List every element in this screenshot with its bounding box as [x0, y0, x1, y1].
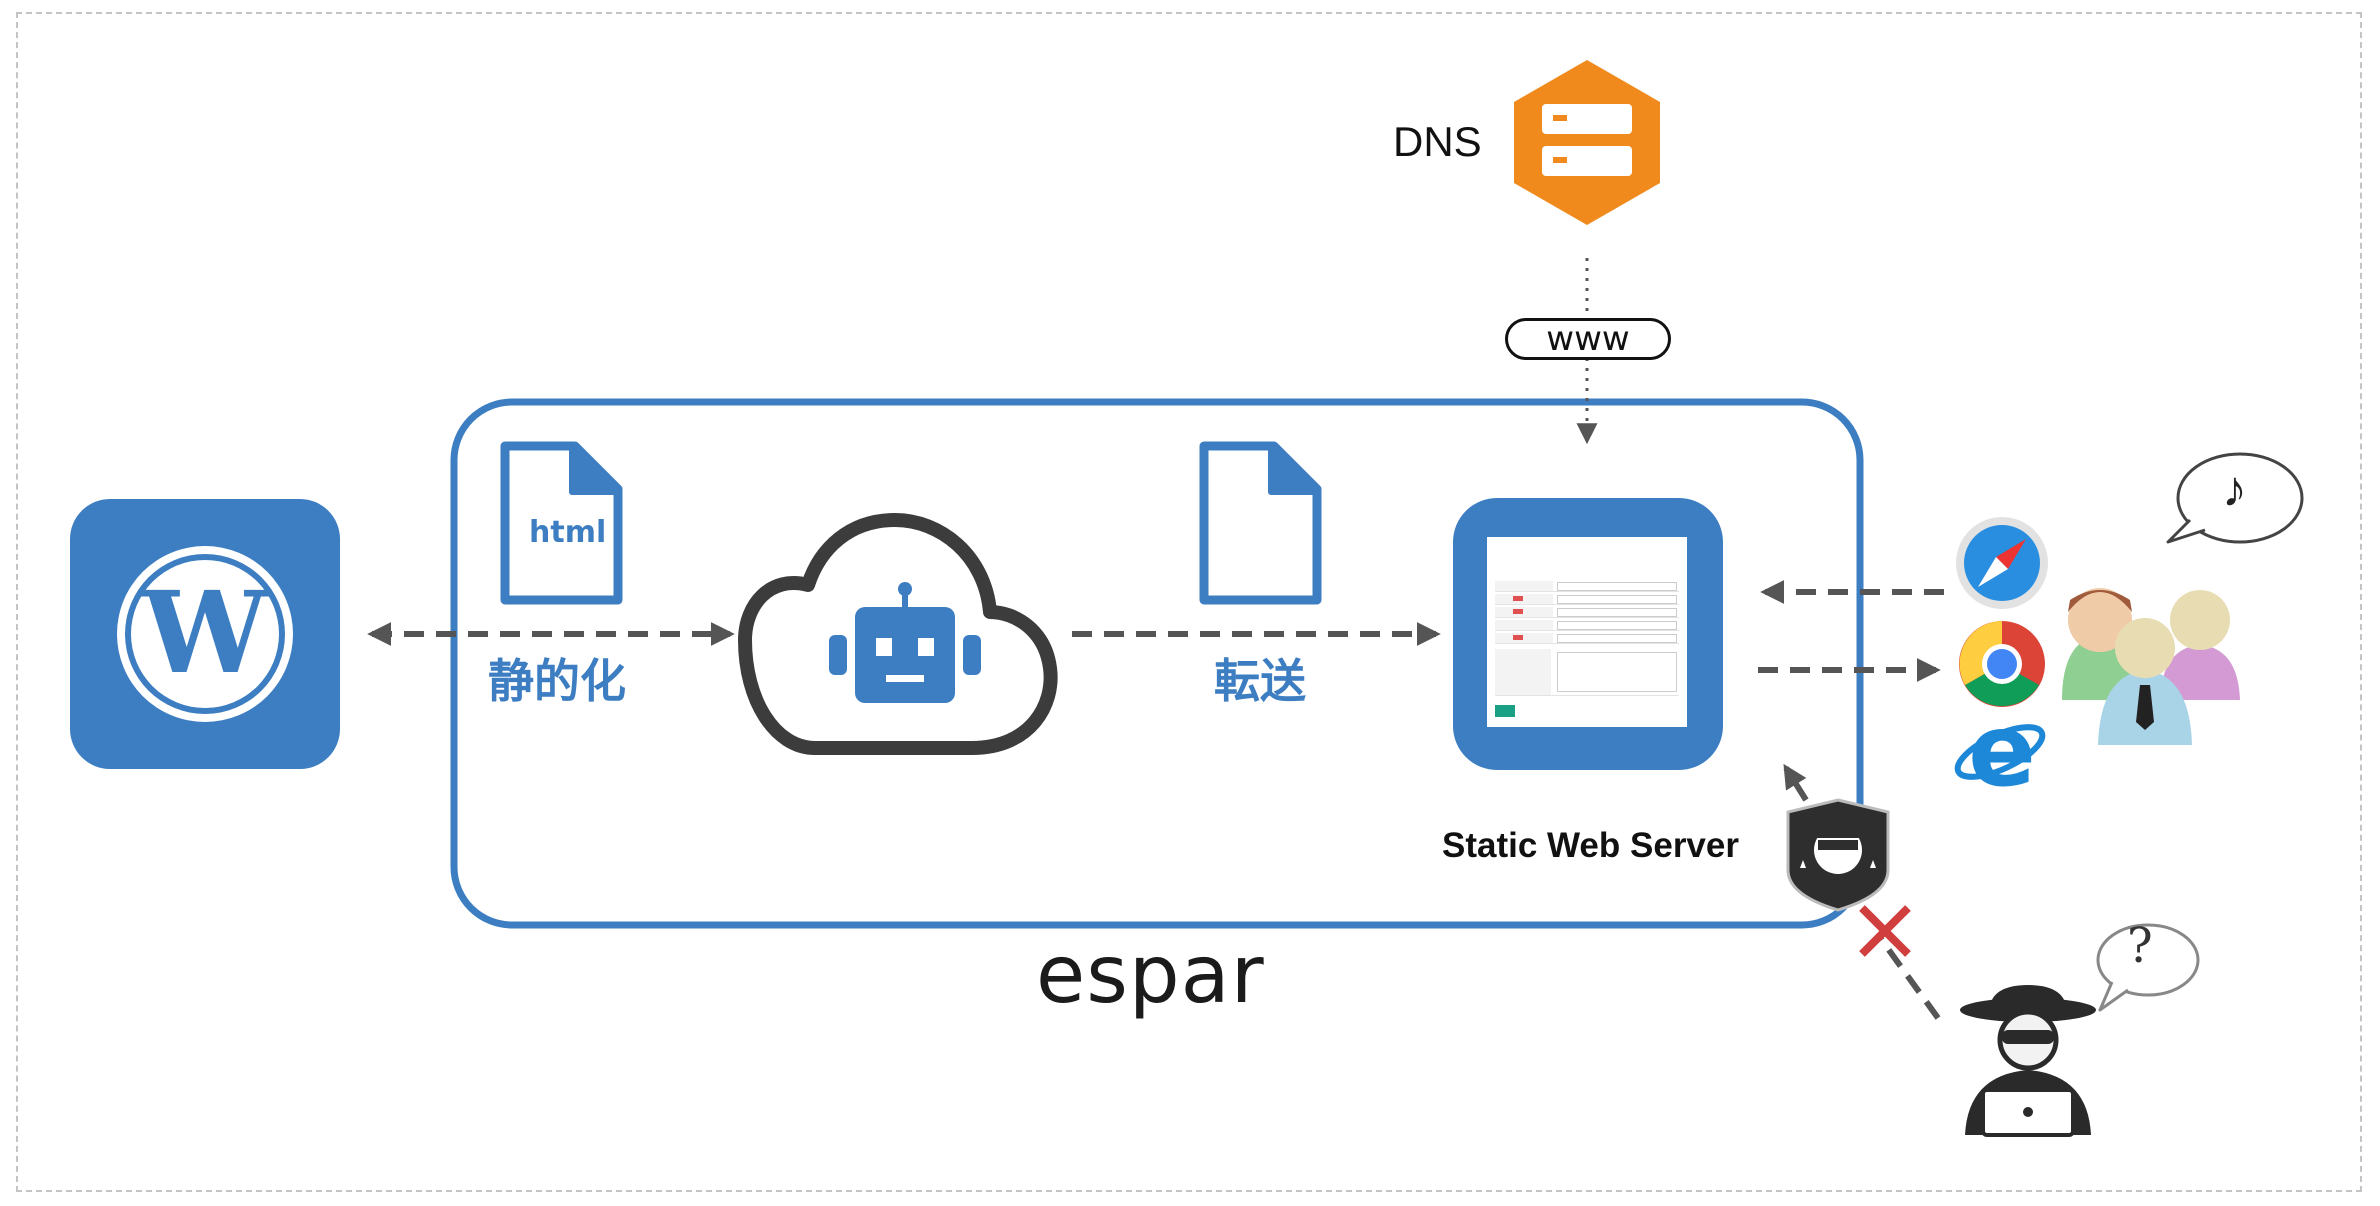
music-note: ♪: [2222, 461, 2247, 517]
hacker-icon: [1960, 985, 2096, 1137]
wordpress-icon: W: [70, 499, 340, 769]
speech-bubble-music: [2166, 452, 2304, 544]
html-file-icon: [500, 441, 623, 605]
speech-bubble-thinking: [2096, 923, 2200, 1012]
html-file-label: html: [529, 515, 607, 550]
svg-text:W: W: [141, 568, 270, 699]
safari-icon: [1956, 517, 2048, 609]
file-icon: [1199, 441, 1322, 605]
www-label: www: [1505, 318, 1671, 360]
static-site-screenshot: [1487, 537, 1687, 727]
dns-server-icon: [1514, 60, 1660, 225]
thinking-mark: ?: [2127, 918, 2153, 974]
svg-text:e: e: [1968, 692, 2036, 809]
espar-container: [450, 398, 1864, 929]
static-web-server-label: Static Web Server: [1442, 826, 1739, 865]
attack-blocked-arrow: [1783, 763, 1809, 802]
attack-path: [1875, 933, 1941, 1020]
internet-explorer-icon: e: [1954, 692, 2046, 809]
cloud-robot-icon: [738, 513, 1058, 755]
chrome-icon: [1959, 621, 2045, 707]
static-conversion-label: 静的化: [488, 654, 626, 708]
security-guard-icon: [1786, 798, 1890, 912]
espar-logo: espar: [1036, 928, 1265, 1021]
diagram-frame: [16, 12, 2362, 1192]
x-mark-icon: [1859, 905, 1911, 957]
dns-label: DNS: [1393, 118, 1482, 165]
transfer-label: 転送: [1214, 654, 1306, 708]
users-group-icon: [2062, 588, 2240, 745]
